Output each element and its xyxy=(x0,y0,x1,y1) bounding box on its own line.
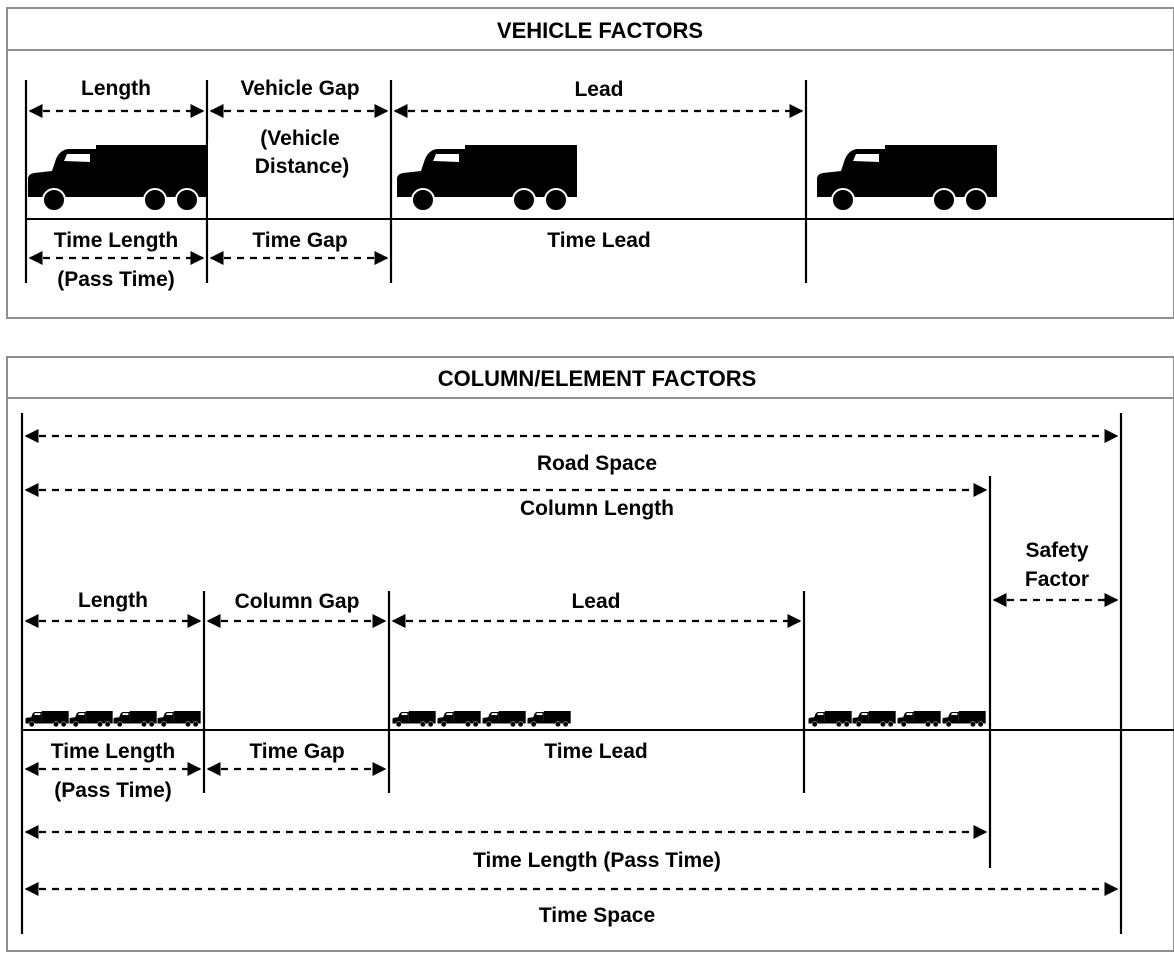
vehicle-distance-label: (Vehicle xyxy=(260,127,339,150)
time-space-label: Time Space xyxy=(539,904,655,927)
truck-icon xyxy=(897,711,940,727)
truck-icon xyxy=(157,711,200,727)
truck-icon xyxy=(392,711,435,727)
truck-icon xyxy=(113,711,156,727)
time-lead-label: Time Lead xyxy=(547,229,650,252)
vehicle-factors-panel: VEHICLE FACTORS Length Vehicle Gap Lead … xyxy=(7,8,1174,318)
truck-icon xyxy=(25,711,68,727)
truck-icon xyxy=(397,145,577,211)
time-length-label: Time Length xyxy=(51,740,175,763)
length-label: Length xyxy=(78,589,148,612)
truck-icon xyxy=(527,711,570,727)
pass-time-label: (Pass Time) xyxy=(57,268,175,291)
lead-label: Lead xyxy=(571,590,620,613)
truck-icon xyxy=(437,711,480,727)
time-gap-label: Time Gap xyxy=(252,229,347,252)
vehicle-distance-label: Distance) xyxy=(255,155,350,178)
time-length-label: Time Length xyxy=(54,229,178,252)
time-length-pass-time-label: Time Length (Pass Time) xyxy=(473,849,721,872)
column-length-label: Column Length xyxy=(520,497,674,520)
truck-icon xyxy=(817,145,997,211)
truck-icon xyxy=(942,711,985,727)
truck-icon xyxy=(69,711,112,727)
lead-label: Lead xyxy=(574,78,623,101)
pass-time-label: (Pass Time) xyxy=(54,779,172,802)
truck-icon xyxy=(482,711,525,727)
truck-icon xyxy=(852,711,895,727)
panel-title: VEHICLE FACTORS xyxy=(497,18,703,43)
safety-factor-label: Safety xyxy=(1025,539,1088,562)
road-space-label: Road Space xyxy=(537,452,657,475)
panel-title: COLUMN/ELEMENT FACTORS xyxy=(438,366,757,391)
column-gap-label: Column Gap xyxy=(235,590,360,613)
truck-icon xyxy=(28,145,208,211)
length-label: Length xyxy=(81,77,151,100)
truck-icon xyxy=(808,711,851,727)
time-gap-label: Time Gap xyxy=(249,740,344,763)
safety-factor-label: Factor xyxy=(1025,568,1089,591)
column-factors-panel: COLUMN/ELEMENT FACTORS Road Space Column… xyxy=(7,357,1174,951)
vehicle-gap-label: Vehicle Gap xyxy=(240,77,359,100)
time-lead-label: Time Lead xyxy=(544,740,647,763)
